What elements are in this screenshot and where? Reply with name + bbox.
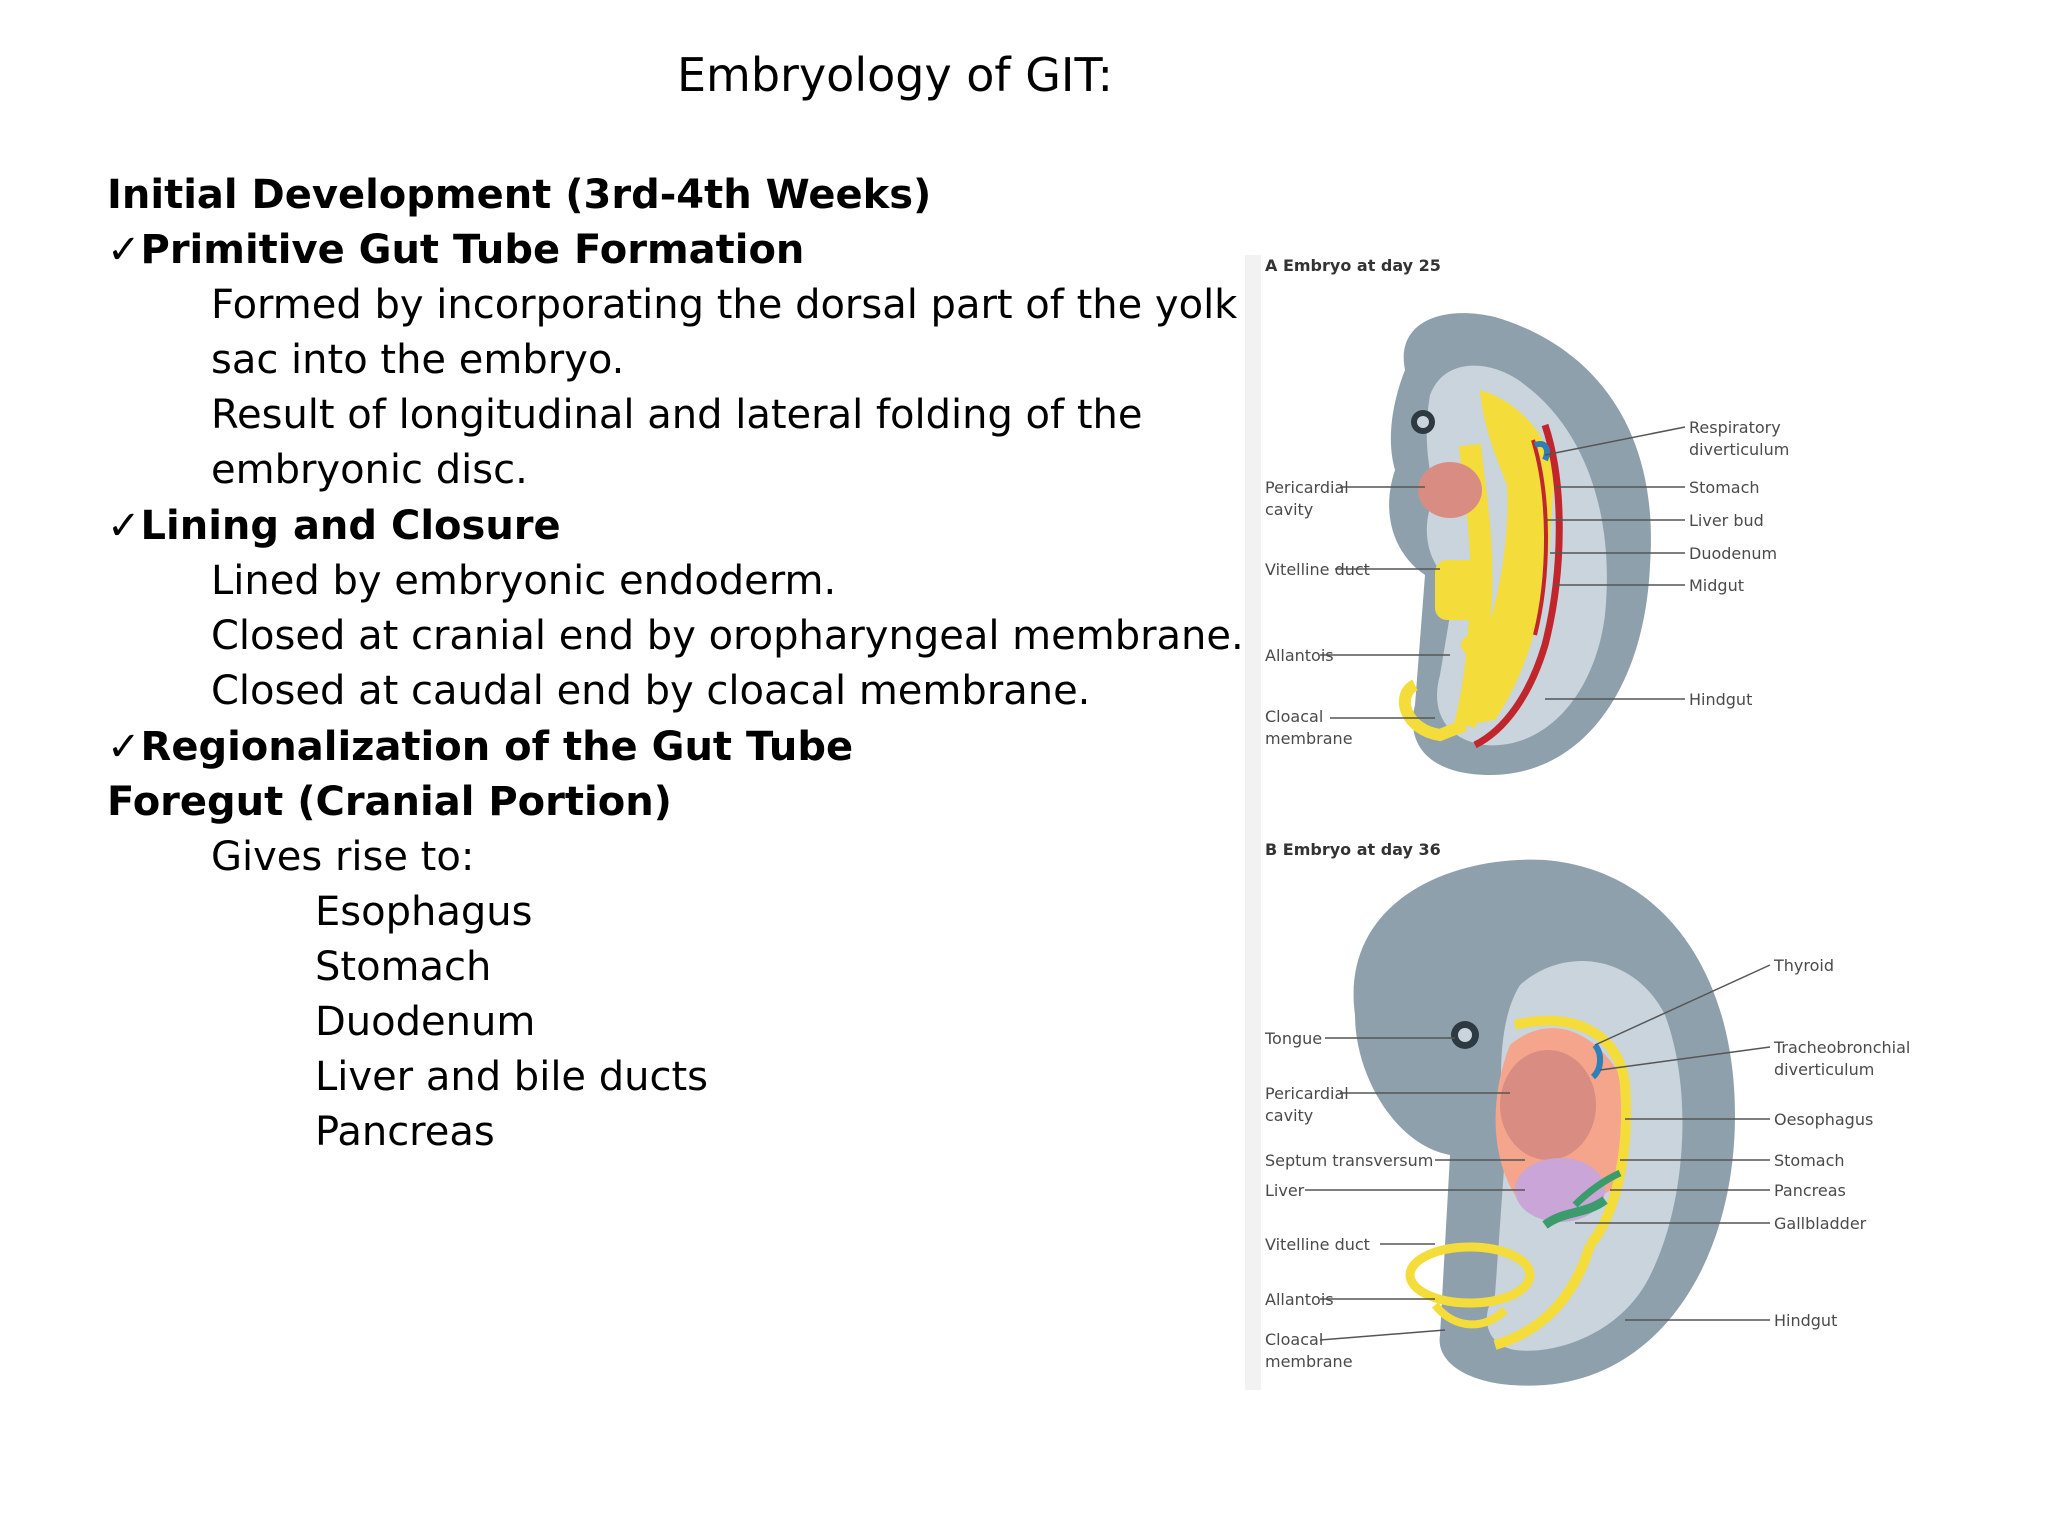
label-thyroid: Thyroid bbox=[1773, 956, 1834, 975]
label-duodenum: Duodenum bbox=[1689, 544, 1777, 563]
label-vitelline-duct: Vitelline duct bbox=[1265, 1235, 1370, 1254]
label-diverticulum: diverticulum bbox=[1774, 1060, 1874, 1079]
panel-b-title: B Embryo at day 36 bbox=[1265, 840, 1441, 859]
label-cavity: cavity bbox=[1265, 500, 1313, 519]
label-vitelline-duct: Vitelline duct bbox=[1265, 560, 1370, 579]
list-item: Stomach bbox=[315, 944, 492, 990]
label-gallbladder: Gallbladder bbox=[1774, 1214, 1867, 1233]
embryo-day36-illustration bbox=[1353, 859, 1735, 1386]
label-cloacal: Cloacal bbox=[1265, 1330, 1323, 1349]
label-tongue: Tongue bbox=[1264, 1029, 1322, 1048]
panel-b-leader-lines bbox=[1305, 964, 1771, 1341]
label-membrane: membrane bbox=[1265, 729, 1353, 748]
label-midgut: Midgut bbox=[1689, 576, 1744, 595]
label-oesophagus: Oesophagus bbox=[1774, 1110, 1873, 1129]
label-allantois: Allantois bbox=[1265, 1290, 1334, 1309]
embryo-diagram: A Embryo at day 25 bbox=[1245, 255, 1915, 1390]
list-item: Duodenum bbox=[315, 999, 536, 1045]
label-tracheobronchial: Tracheobronchial bbox=[1773, 1038, 1910, 1057]
list-item: Pancreas bbox=[315, 1109, 495, 1155]
embryo-day25-illustration bbox=[1389, 313, 1651, 775]
label-respiratory: Respiratory bbox=[1689, 418, 1781, 437]
label-allantois: Allantois bbox=[1265, 646, 1334, 665]
heading-foregut: Foregut (Cranial Portion) bbox=[107, 779, 672, 825]
text-line: sac into the embryo. bbox=[211, 337, 625, 383]
label-cloacal: Cloacal bbox=[1265, 707, 1323, 726]
label-pericardial: Pericardial bbox=[1265, 478, 1349, 497]
bullet-primitive-gut-tube: ✓Primitive Gut Tube Formation bbox=[107, 227, 805, 273]
text-line: Gives rise to: bbox=[211, 834, 475, 880]
panel-a-leader-lines bbox=[1320, 426, 1686, 719]
label-hindgut: Hindgut bbox=[1774, 1311, 1837, 1330]
heading-initial-development: Initial Development (3rd-4th Weeks) bbox=[107, 172, 932, 218]
text-line: embryonic disc. bbox=[211, 447, 528, 493]
label-liver: Liver bbox=[1265, 1181, 1305, 1200]
label-stomach: Stomach bbox=[1774, 1151, 1845, 1170]
list-item: Liver and bile ducts bbox=[315, 1054, 709, 1100]
text-line: Lined by embryonic endoderm. bbox=[211, 558, 837, 604]
text-line: Formed by incorporating the dorsal part … bbox=[211, 282, 1238, 328]
label-stomach: Stomach bbox=[1689, 478, 1760, 497]
label-liver-bud: Liver bud bbox=[1689, 511, 1764, 530]
text-line: Closed at cranial end by oropharyngeal m… bbox=[211, 613, 1244, 659]
label-diverticulum: diverticulum bbox=[1689, 440, 1789, 459]
text-line: Result of longitudinal and lateral foldi… bbox=[211, 392, 1143, 438]
label-hindgut: Hindgut bbox=[1689, 690, 1752, 709]
text-line: Closed at caudal end by cloacal membrane… bbox=[211, 668, 1091, 714]
label-pancreas: Pancreas bbox=[1774, 1181, 1846, 1200]
label-septum-transversum: Septum transversum bbox=[1265, 1151, 1433, 1170]
label-pericardial: Pericardial bbox=[1265, 1084, 1349, 1103]
slide-title: Embryology of GIT: bbox=[676, 48, 1114, 102]
label-membrane: membrane bbox=[1265, 1352, 1353, 1371]
list-item: Esophagus bbox=[315, 889, 533, 935]
embryo-figure: A Embryo at day 25 bbox=[1245, 255, 1915, 1390]
bullet-lining-closure: ✓Lining and Closure bbox=[107, 503, 561, 549]
panel-a-title: A Embryo at day 25 bbox=[1265, 256, 1441, 275]
bullet-regionalization: ✓Regionalization of the Gut Tube bbox=[107, 724, 854, 770]
label-cavity: cavity bbox=[1265, 1106, 1313, 1125]
